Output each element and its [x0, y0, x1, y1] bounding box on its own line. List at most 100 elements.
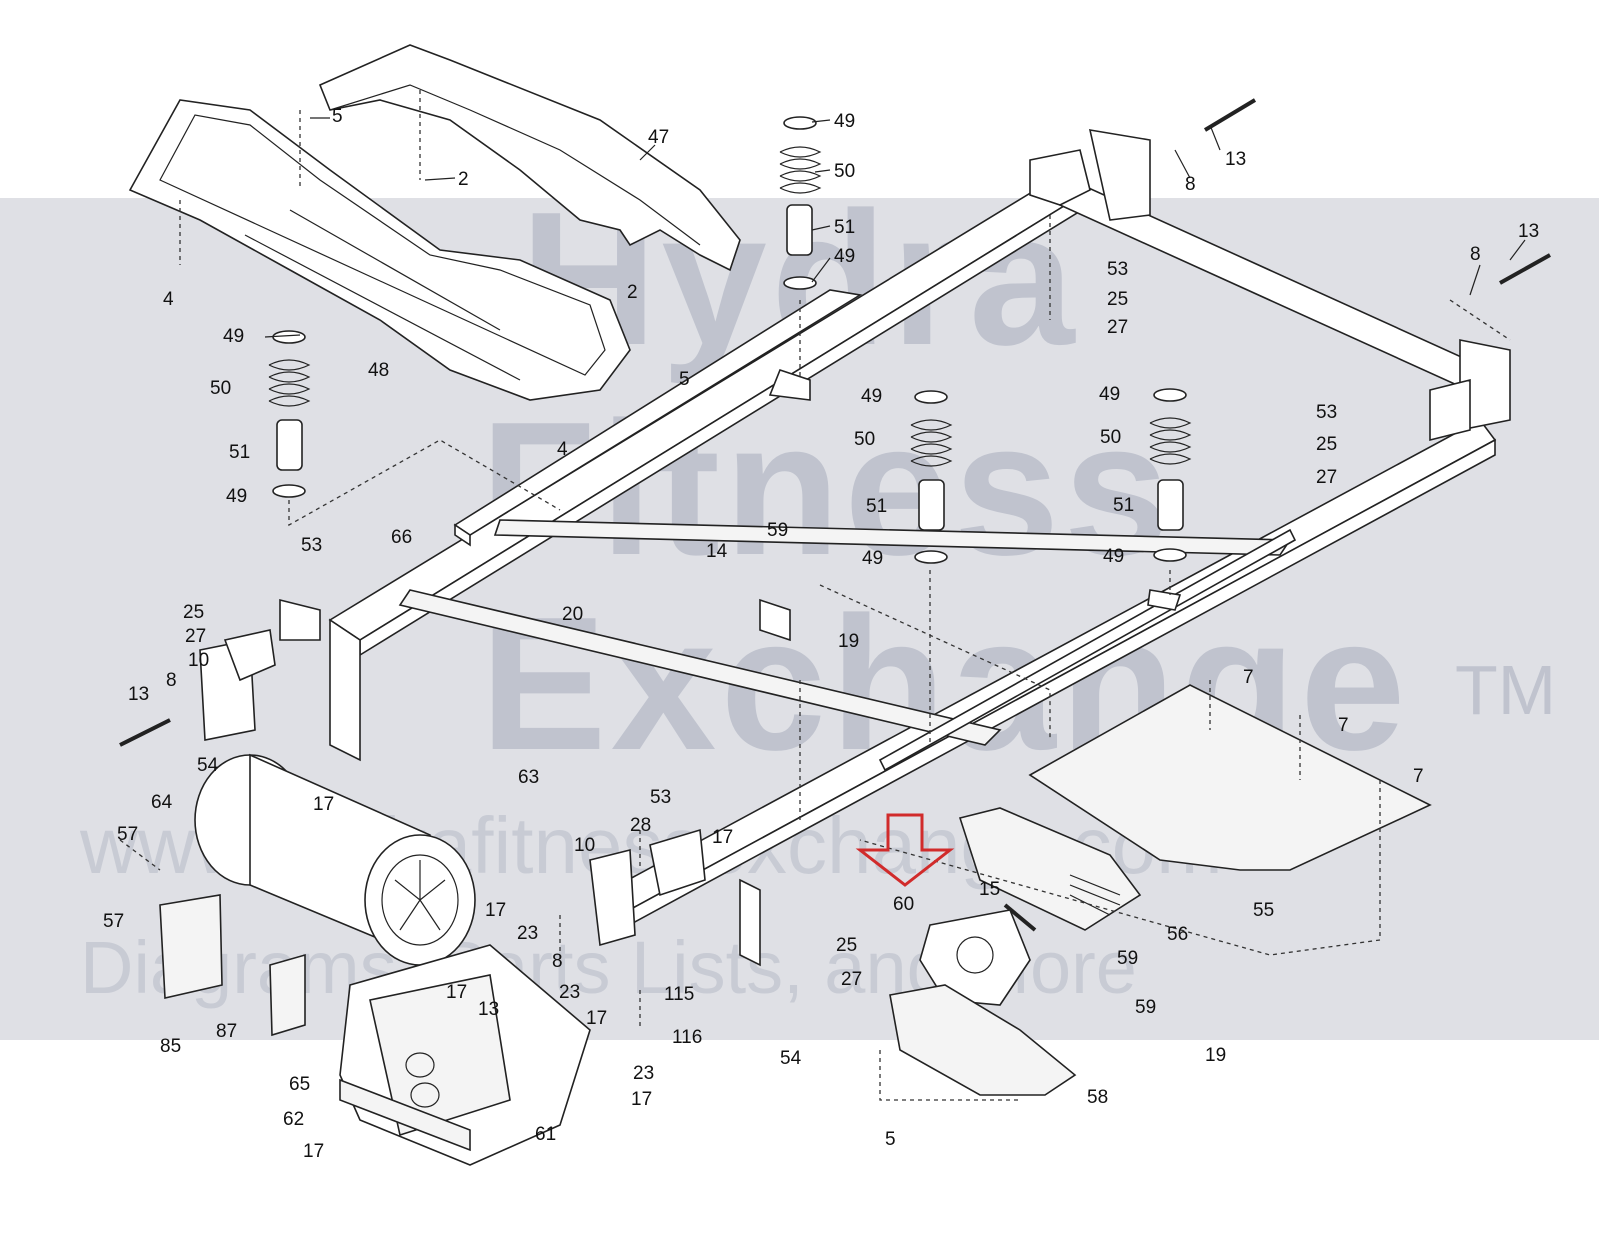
motor-cover-55 — [1028, 684, 1432, 871]
part-label: 17 — [446, 982, 467, 1003]
part-label: 115 — [664, 984, 694, 1005]
part-label: 53 — [650, 787, 671, 808]
part-label: 19 — [1205, 1045, 1226, 1066]
part-label: 50 — [210, 378, 231, 399]
part-label: 59 — [1117, 948, 1138, 969]
part-label: 8 — [1470, 244, 1481, 265]
part-label: 50 — [834, 161, 855, 182]
part-label: 5 — [885, 1129, 896, 1150]
part-label: 51 — [866, 496, 887, 517]
part-label: 19 — [838, 631, 859, 652]
part-label: 49 — [226, 486, 247, 507]
part-label: 49 — [1099, 384, 1120, 405]
part-label: 4 — [163, 289, 174, 310]
part-label: 54 — [197, 755, 219, 776]
part-label: 58 — [1087, 1087, 1108, 1108]
part-label: 25 — [1316, 434, 1337, 455]
part-label: 49 — [1103, 546, 1124, 567]
highlight-arrow — [855, 813, 955, 887]
part-label: 7 — [1413, 766, 1424, 787]
leader-lines — [264, 117, 1526, 338]
part-label: 49 — [223, 326, 244, 347]
motor-64 — [194, 753, 476, 966]
part-label: 62 — [283, 1109, 304, 1130]
part-label: 50 — [854, 429, 875, 450]
part-label: 50 — [1100, 427, 1121, 448]
part-label: 7 — [1243, 667, 1254, 688]
part-label: 64 — [151, 792, 173, 813]
part-label: 5 — [679, 369, 690, 390]
part-label: 28 — [630, 815, 651, 836]
part-label: 17 — [485, 900, 506, 921]
part-label: 85 — [160, 1036, 181, 1057]
part-label: 8 — [1185, 174, 1196, 195]
isolator-stack-center — [910, 390, 953, 564]
part-label: 17 — [303, 1141, 324, 1162]
part-label: 55 — [1253, 900, 1274, 921]
part-label: 27 — [1107, 317, 1128, 338]
front-shrouds — [889, 807, 1142, 1096]
part-label: 57 — [103, 911, 124, 932]
controller-boards — [159, 894, 591, 1166]
part-label: 17 — [631, 1089, 652, 1110]
part-label: 13 — [1225, 149, 1246, 170]
isolator-stack-right — [1149, 388, 1192, 562]
part-label: 27 — [841, 969, 862, 990]
part-label: 10 — [188, 650, 209, 671]
part-label: 60 — [893, 894, 914, 915]
part-label: 53 — [301, 535, 322, 556]
isolator-stack-left — [268, 330, 311, 498]
part-number-labels: 5 2 4 7 49 50 51 49 13 8 13 8 4 48 2 53 2… — [103, 106, 1539, 1162]
part-label: 13 — [128, 684, 149, 705]
part-label: 54 — [780, 1048, 802, 1069]
part-label: 25 — [183, 602, 204, 623]
part-label: 10 — [574, 835, 595, 856]
part-label: 56 — [1167, 924, 1188, 945]
part-label: 27 — [1316, 467, 1337, 488]
part-label: 17 — [313, 794, 334, 815]
part-label: 23 — [517, 923, 538, 944]
part-label: 25 — [836, 935, 857, 956]
part-label: 53 — [1316, 402, 1337, 423]
part-label: 25 — [1107, 289, 1128, 310]
part-label: 4 — [557, 439, 568, 460]
hood-cover-48 — [128, 99, 631, 401]
part-label: 59 — [767, 520, 788, 541]
part-label: 65 — [289, 1074, 310, 1095]
part-label: 57 — [117, 824, 138, 845]
main-frame — [199, 129, 1511, 967]
part-label: 116 — [672, 1027, 702, 1048]
part-label: 49 — [834, 111, 855, 132]
hood-47 — [318, 44, 741, 272]
part-label: 23 — [633, 1063, 654, 1084]
part-label: 49 — [834, 246, 855, 267]
part-label: 17 — [586, 1008, 607, 1029]
part-label: 2 — [458, 169, 469, 190]
part-label: 23 — [559, 982, 580, 1003]
part-label: 17 — [712, 827, 733, 848]
isolator-stack-top — [779, 116, 822, 290]
part-label: 51 — [1113, 495, 1134, 516]
part-label: 87 — [216, 1021, 237, 1042]
assembly-lines — [119, 90, 1511, 1101]
part-label: 53 — [1107, 259, 1128, 280]
part-label: 14 — [706, 541, 728, 562]
part-label: 66 — [391, 527, 412, 548]
part-label: 5 — [332, 106, 343, 127]
watermark-trademark: TM — [1455, 651, 1557, 729]
part-label: 49 — [861, 386, 882, 407]
part-label: 51 — [229, 442, 250, 463]
part-label: 15 — [979, 879, 1000, 900]
part-label: 49 — [862, 548, 883, 569]
part-label: 13 — [1518, 221, 1539, 242]
part-label: 2 — [627, 282, 638, 303]
part-label: 61 — [535, 1124, 556, 1145]
part-label: 20 — [562, 604, 583, 625]
part-label: 8 — [166, 670, 177, 691]
part-label: 48 — [368, 360, 389, 381]
part-label: 7 — [1338, 715, 1349, 736]
part-label: 27 — [185, 626, 206, 647]
part-label: 59 — [1135, 997, 1156, 1018]
